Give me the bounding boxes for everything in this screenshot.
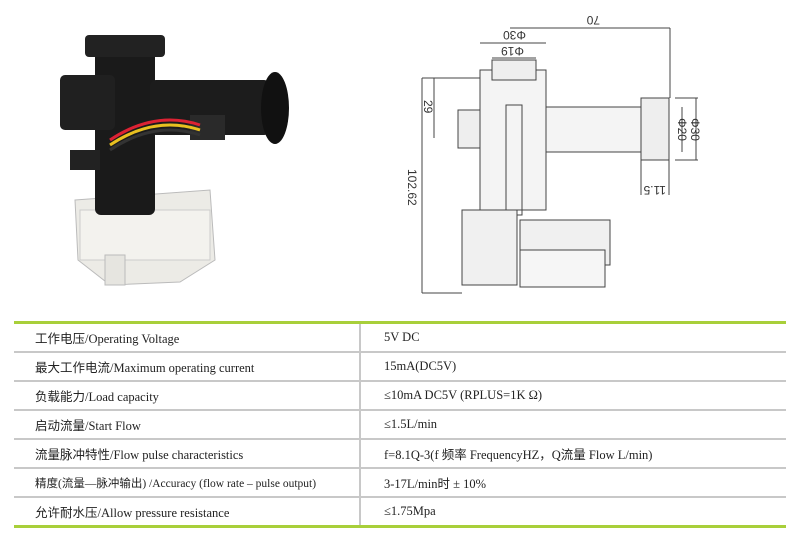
spec-value: 5V DC <box>384 330 420 344</box>
table-row: 允许耐水压/Allow pressure resistance ≤1.75Mpa <box>14 498 786 525</box>
spec-value: f=8.1Q-3(f 频率 FrequencyHZ，Q流量 Flow L/min… <box>384 448 653 462</box>
spec-value: 3-17L/min时 ± 10% <box>384 477 486 491</box>
dim-length: 70 <box>586 13 600 27</box>
spec-label: 最大工作电流/Maximum operating current <box>14 353 361 380</box>
dim-outlet-inner-dia: Φ20 <box>675 118 689 141</box>
table-row: 工作电压/Operating Voltage 5V DC <box>14 324 786 353</box>
technical-drawing: 70 Φ30 Φ19 29 102.62 Φ20 Φ30 11.5 <box>405 13 700 294</box>
spec-value: ≤1.75Mpa <box>384 504 436 518</box>
table-row: 流量脉冲特性/Flow pulse characteristics f=8.1Q-… <box>14 440 786 469</box>
dim-thread-length: 11.5 <box>643 183 666 197</box>
table-row: 精度(流量—脉冲输出) /Accuracy (flow rate – pulse… <box>14 469 786 498</box>
dim-outlet-outer-dia: Φ30 <box>688 118 700 141</box>
dim-top-outer-dia: Φ30 <box>503 28 526 42</box>
spec-label: 流量脉冲特性/Flow pulse characteristics <box>14 440 361 467</box>
product-photo <box>60 35 289 286</box>
dim-top-height: 29 <box>421 100 435 114</box>
spec-label: 负载能力/Load capacity <box>14 382 361 409</box>
spec-table: 工作电压/Operating Voltage 5V DC 最大工作电流/Maxim… <box>14 321 786 528</box>
spec-label: 启动流量/Start Flow <box>14 411 361 438</box>
spec-label: 允许耐水压/Allow pressure resistance <box>14 498 361 525</box>
dim-total-height: 102.62 <box>405 169 419 206</box>
dim-top-inner-dia: Φ19 <box>501 44 524 58</box>
table-row: 最大工作电流/Maximum operating current 15mA(DC5… <box>14 353 786 382</box>
spec-label: 工作电压/Operating Voltage <box>14 324 361 351</box>
spec-label: 精度(流量—脉冲输出) /Accuracy (flow rate – pulse… <box>14 469 361 496</box>
spec-value: ≤1.5L/min <box>384 417 438 431</box>
table-row: 启动流量/Start Flow ≤1.5L/min <box>14 411 786 440</box>
table-row: 负载能力/Load capacity ≤10mA DC5V (RPLUS=1K Ω… <box>14 382 786 411</box>
spec-value: ≤10mA DC5V (RPLUS=1K Ω) <box>384 388 543 402</box>
spec-value: 15mA(DC5V) <box>384 359 457 373</box>
